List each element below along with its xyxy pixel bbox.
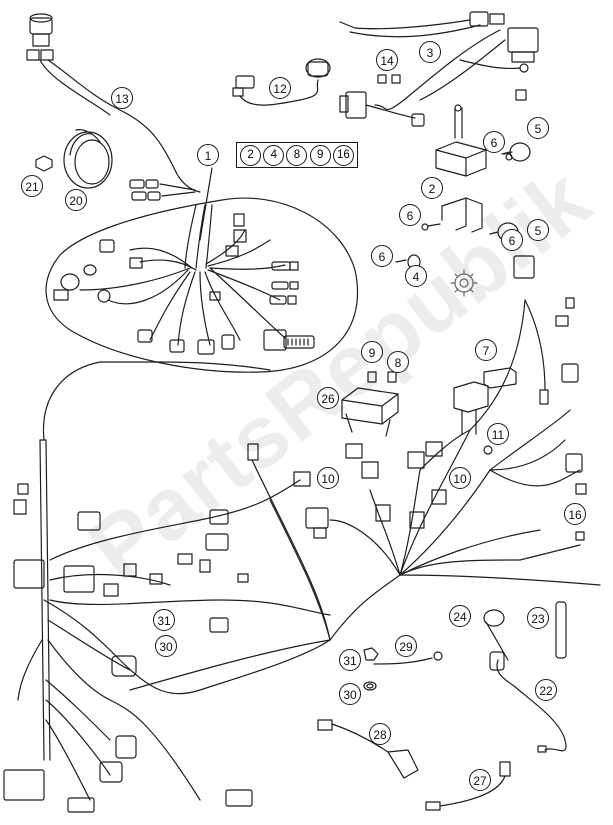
callout-6c: 6 — [501, 229, 523, 251]
connector-pair-13 — [129, 179, 196, 201]
callout-10b: 10 — [449, 467, 471, 489]
horn — [63, 129, 113, 189]
screw-6-top — [503, 151, 513, 161]
callout-21: 21 — [21, 175, 43, 197]
group-1-harness — [53, 204, 315, 355]
strap-23 — [555, 601, 567, 659]
bracket-2 — [441, 197, 483, 233]
callout-10a: 10 — [317, 467, 339, 489]
callout-4: 4 — [405, 265, 427, 287]
callout-7: 7 — [475, 339, 497, 361]
callout-29: 29 — [395, 635, 417, 657]
sensor-12 — [232, 58, 331, 106]
callout-3: 3 — [419, 41, 441, 63]
fuses-8-9 — [367, 371, 397, 383]
callout-5a: 5 — [527, 117, 549, 139]
cable-22 — [489, 651, 567, 753]
callout-9: 9 — [361, 341, 383, 363]
ignition-switch — [26, 13, 54, 61]
connector-7 — [453, 367, 517, 435]
callout-6a: 6 — [483, 131, 505, 153]
group-callout-16: 16 — [332, 144, 354, 166]
callout-1: 1 — [197, 144, 219, 166]
callout-27: 27 — [469, 769, 491, 791]
callout-28: 28 — [369, 723, 391, 745]
callout-30b: 30 — [339, 683, 361, 705]
cable-27 — [425, 761, 511, 811]
screw-31 — [363, 647, 379, 661]
cable-28 — [317, 719, 419, 779]
callout-6d: 6 — [371, 245, 393, 267]
callout-2: 2 — [421, 177, 443, 199]
screw-6b — [395, 259, 407, 263]
callout-13: 13 — [111, 87, 133, 109]
callout-6b: 6 — [399, 204, 421, 226]
callout-12: 12 — [269, 77, 291, 99]
cable-13 — [47, 59, 201, 193]
nut-21 — [35, 155, 53, 172]
relay-block — [435, 104, 487, 177]
screw-6a — [421, 223, 441, 231]
group-callout-2: 2 — [240, 144, 262, 166]
group-1-outline — [45, 197, 359, 373]
group-callout-4: 4 — [263, 144, 285, 166]
callout-30a: 30 — [155, 635, 177, 657]
cable-29 — [373, 651, 443, 665]
callout-5b: 5 — [527, 219, 549, 241]
callout-16: 16 — [564, 503, 586, 525]
leader-1 — [199, 167, 213, 241]
callout-31b: 31 — [339, 649, 361, 671]
callout-14: 14 — [376, 49, 398, 71]
group-callout-8: 8 — [286, 144, 308, 166]
callout-11: 11 — [487, 423, 509, 445]
callout-22: 22 — [535, 679, 557, 701]
callout-20: 20 — [65, 189, 87, 211]
harness-3 — [339, 11, 539, 127]
callout-24: 24 — [449, 605, 471, 627]
connector-26 — [341, 387, 399, 437]
gear-icon — [450, 269, 478, 297]
main-harness — [3, 255, 601, 813]
callout-31a: 31 — [153, 609, 175, 631]
group-callout-9: 9 — [309, 144, 331, 166]
callout-8: 8 — [387, 351, 409, 373]
callout-26: 26 — [317, 387, 339, 409]
washer-30 — [363, 681, 377, 691]
group-callout-box: 2 4 8 9 16 — [236, 142, 358, 168]
callout-23: 23 — [527, 607, 549, 629]
